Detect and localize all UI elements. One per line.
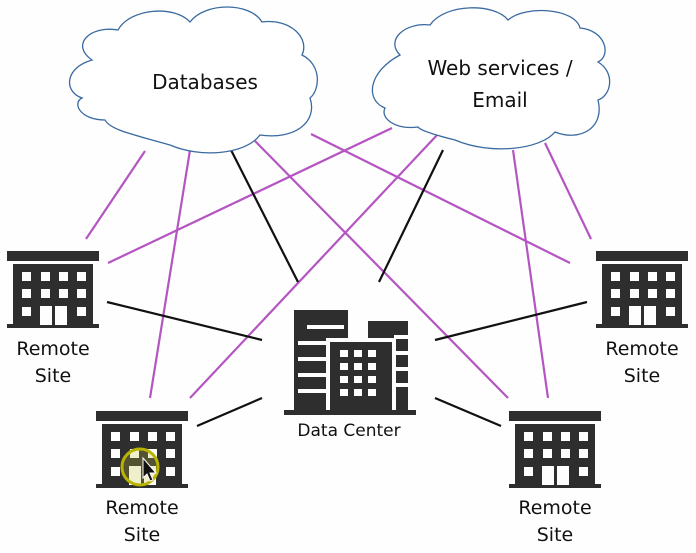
remote-site-bottom-right-label: Remote Site: [505, 495, 605, 549]
remote-site-left-label: Remote Site: [3, 336, 103, 390]
web-services-cloud[interactable]: [371, 7, 611, 150]
web-services-label-line1: Web services /: [427, 56, 573, 80]
cursor: [120, 447, 160, 487]
link-databases-bottom-left: [148, 149, 192, 399]
web-services-label-line2: Email: [472, 88, 528, 112]
remote-site-bottom-right-label-line2: Site: [536, 524, 574, 546]
remote-site-right-label: Remote Site: [592, 336, 692, 390]
remote-site-right-building[interactable]: [596, 251, 688, 328]
link-databases-bottom-right: [254, 140, 509, 399]
remote-site-bottom-left-label-line2: Site: [123, 524, 161, 546]
link-web-right: [544, 142, 592, 240]
remote-site-left-building[interactable]: [7, 251, 99, 328]
link-web-bottom-left: [189, 133, 439, 399]
remote-site-bottom-right-label-line1: Remote: [518, 497, 592, 519]
databases-label: Databases: [152, 70, 258, 94]
remote-site-bottom-left-label: Remote Site: [92, 495, 192, 549]
mouse-pointer-icon: [142, 456, 158, 482]
link-left-datacenter: [106, 300, 263, 342]
link-bottom-left-datacenter: [196, 396, 263, 428]
link-web-bottom-right: [511, 149, 550, 399]
remote-site-bottom-right-building[interactable]: [509, 411, 601, 488]
connection-lines: [85, 127, 592, 428]
web-services-label: Web services / Email: [400, 52, 600, 116]
remote-site-right-label-line2: Site: [623, 365, 661, 387]
link-web-datacenter: [378, 149, 444, 283]
link-right-datacenter: [434, 300, 588, 342]
remote-site-right-label-line1: Remote: [605, 338, 679, 360]
databases-cloud[interactable]: [68, 6, 318, 154]
link-databases-left: [85, 150, 146, 240]
remote-site-left-label-line2: Site: [34, 365, 72, 387]
remote-site-bottom-left-label-line1: Remote: [105, 497, 179, 519]
link-bottom-right-datacenter: [434, 396, 502, 428]
link-databases-datacenter: [230, 149, 299, 283]
link-web-left: [107, 127, 393, 264]
data-center-building[interactable]: [284, 310, 416, 415]
data-center-label: Data Center: [297, 421, 401, 441]
remote-site-left-label-line1: Remote: [16, 338, 90, 360]
